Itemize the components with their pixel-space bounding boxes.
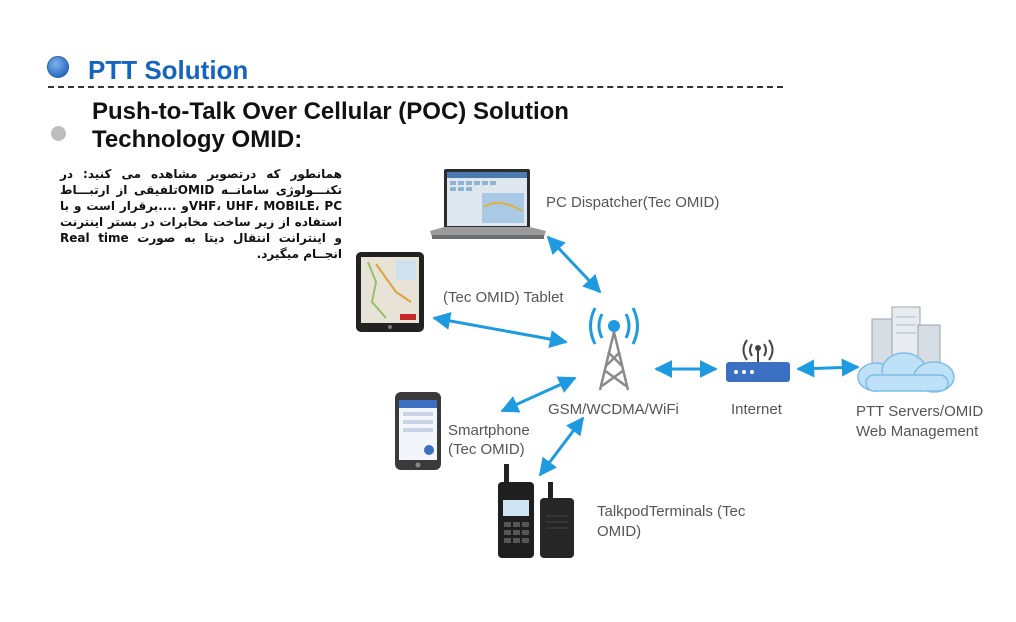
servers-label-line-1: PTT Servers/OMID: [856, 403, 984, 420]
cell-tower-icon: [589, 307, 639, 391]
pc-dispatcher-label: PC Dispatcher(Tec OMID): [546, 194, 720, 211]
arrow-internet-servers: [796, 358, 860, 378]
servers-label: PTT Servers/OMID Web Management: [856, 402, 983, 442]
terminals-label-line-2: OMID): [597, 523, 642, 540]
radio-terminals-icon: [498, 464, 574, 558]
subtitle: Push-to-Talk Over Cellular (POC) Solutio…: [92, 98, 569, 154]
title-bullet-icon: [47, 56, 69, 78]
title-divider: [48, 86, 783, 88]
router-icon: [726, 339, 790, 382]
terminals-label-line-1: TalkpodTerminals (Tec: [597, 503, 746, 520]
arrow-terminals-tower: [538, 416, 585, 477]
tower-label: GSM/WCDMA/WiFi: [548, 401, 679, 418]
smartphone-label: Smartphone (Tec OMID): [448, 421, 530, 459]
servers-cloud-icon: [857, 306, 955, 393]
persian-description: همانطور که درتصویر مشاهده می کنید: در تک…: [60, 167, 343, 261]
terminals-label: TalkpodTerminals (Tec OMID): [597, 502, 745, 542]
subtitle-line-2: Technology OMID:: [92, 126, 303, 153]
tablet-icon: [356, 252, 424, 332]
tablet-label: (Tec OMID) Tablet: [443, 289, 564, 306]
arrow-smartphone-tower: [500, 376, 577, 413]
internet-label: Internet: [731, 401, 782, 418]
page-title: PTT Solution: [88, 55, 249, 85]
arrow-pc-tower: [546, 235, 602, 294]
smartphone-label-line-1: Smartphone: [448, 422, 530, 439]
smartphone-icon: [395, 392, 441, 470]
subtitle-bullet-icon: [51, 126, 66, 141]
arrow-tablet-tower: [432, 312, 568, 348]
servers-label-line-2: Web Management: [856, 423, 979, 440]
laptop-icon: [430, 169, 546, 239]
smartphone-label-line-2: (Tec OMID): [448, 441, 525, 458]
subtitle-line-1: Push-to-Talk Over Cellular (POC) Solutio…: [92, 98, 569, 125]
